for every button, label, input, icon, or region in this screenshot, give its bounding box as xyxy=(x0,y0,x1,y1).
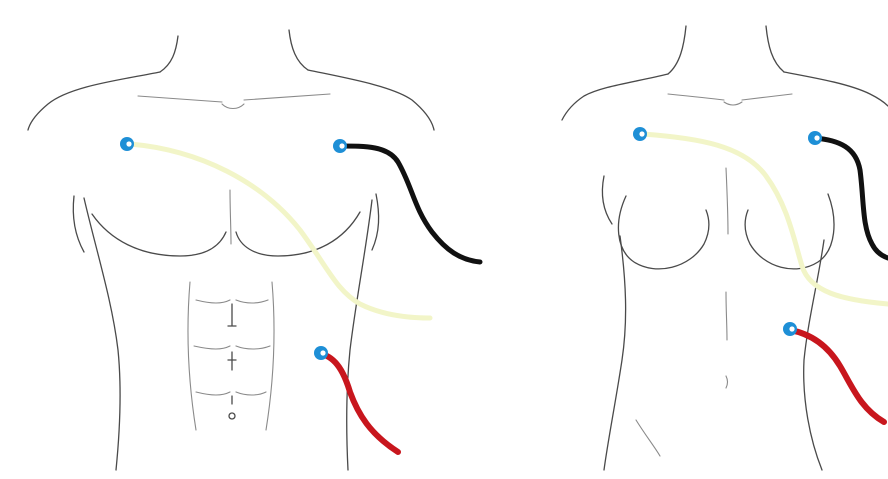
male-electrode-left-lower-abdomen xyxy=(314,346,328,360)
female-sternal-notch xyxy=(724,102,742,105)
male-left-side xyxy=(84,198,120,470)
female-neck-left xyxy=(668,26,686,74)
male-electrode-right-upper-chest xyxy=(120,137,134,151)
male-white-lead xyxy=(130,144,430,318)
male-sternum xyxy=(230,190,231,244)
male-torso-panel xyxy=(28,30,480,470)
male-neck-right xyxy=(289,30,308,70)
female-torso-panel xyxy=(562,26,888,470)
female-left-arm xyxy=(602,176,612,224)
male-pec-left xyxy=(92,214,226,256)
male-sternal-notch xyxy=(222,104,244,109)
male-abs-row-2 xyxy=(194,346,270,349)
male-torso-outline xyxy=(28,30,434,470)
male-black-lead xyxy=(340,146,480,262)
male-shoulder-left xyxy=(28,72,160,130)
male-abs-row-3 xyxy=(196,392,266,395)
male-clavicle-left xyxy=(138,96,222,102)
female-clavicle-left xyxy=(668,94,724,100)
male-electrode-left-upper-chest xyxy=(333,139,347,153)
female-electrode-right-upper-chest xyxy=(633,127,647,141)
female-neck-right xyxy=(766,26,784,72)
female-black-lead xyxy=(814,138,888,258)
female-torso-outline xyxy=(562,26,888,470)
female-electrode-left-lower-abdomen xyxy=(783,322,797,336)
female-sternum xyxy=(726,168,728,234)
male-red-lead xyxy=(322,354,398,452)
male-linea-alba xyxy=(228,304,236,404)
female-clavicle-right xyxy=(742,94,792,100)
male-left-arm-inner xyxy=(73,196,84,252)
male-clavicle-right xyxy=(244,94,330,100)
female-linea-alba xyxy=(726,292,727,340)
male-shoulder-right xyxy=(308,70,434,130)
female-left-hip-line xyxy=(636,420,660,456)
female-navel xyxy=(726,376,728,388)
female-breast-left xyxy=(618,196,708,269)
female-shoulder-right xyxy=(784,72,888,106)
male-abs-row-1 xyxy=(196,300,268,303)
female-electrode-left-upper-chest xyxy=(808,131,822,145)
female-shoulder-left xyxy=(562,74,668,120)
male-abs-left-line xyxy=(188,282,196,430)
male-pec-right xyxy=(236,212,360,256)
female-white-lead xyxy=(642,134,888,304)
male-navel xyxy=(229,413,235,419)
male-right-arm-inner xyxy=(372,194,379,250)
male-neck-left xyxy=(160,36,178,72)
male-abs-right-line xyxy=(266,282,274,430)
female-left-side xyxy=(604,236,626,470)
